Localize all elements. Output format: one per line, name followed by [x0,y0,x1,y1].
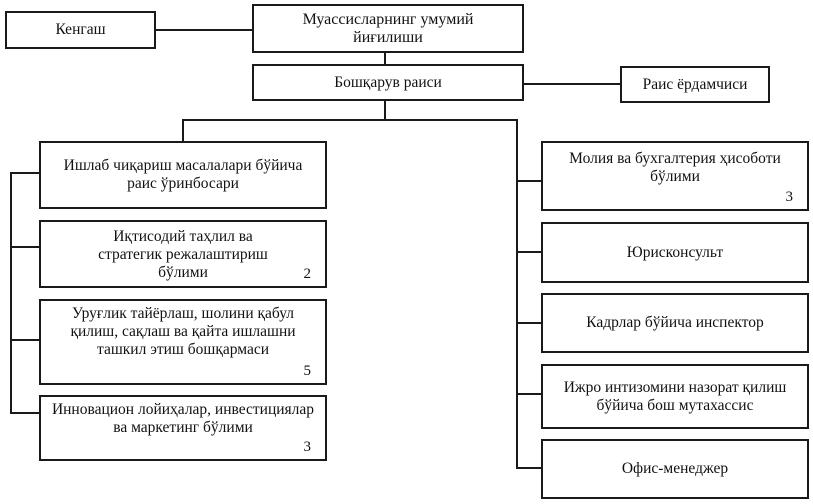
node-seed-processing-directorate: Уруғлик тайёрлаш, шолини қабул қилиш, са… [39,299,327,385]
connector-chairman-branch [384,100,386,121]
node-label: Кенгаш [55,21,106,38]
connector-right-4 [516,393,541,395]
connector-right-5 [516,467,541,469]
connector-right-3 [516,322,541,324]
node-label: Юрисконсульт [626,243,724,261]
connector-council-meeting [155,29,252,31]
node-label: Инновацион лойиҳалар, инвестициялар ва м… [51,401,315,436]
connector-left-drop [182,119,184,141]
node-label: Ижро интизомини назорат қилиш бўйича бош… [563,378,787,414]
node-general-meeting: Муассисларнинг умумий йиғилиши [252,4,524,53]
staff-count: 3 [303,439,312,455]
connector-left-2 [10,246,39,248]
node-label: Молия ва бухгалтерия ҳисоботи бўлими [569,150,781,185]
staff-count: 3 [785,189,794,205]
node-label: Раис ёрдамчиси [642,75,748,93]
node-hr-inspector: Кадрлар бўйича инспектор [541,293,809,353]
connector-left-1 [10,172,39,174]
connector-right-2 [516,251,541,253]
staff-count: 2 [303,266,312,282]
connector-chairman-assistant [523,83,620,85]
node-label: Офис-менеджер [621,460,729,477]
connector-left-3 [10,339,39,341]
node-board-chairman: Бошқарув раиси [252,64,524,101]
node-label: Кадрлар бўйича инспектор [586,314,764,331]
node-label: Бошқарув раиси [334,73,442,91]
node-finance-accounting-dept: Молия ва бухгалтерия ҳисоботи бўлими 3 [541,141,809,211]
node-label: Ишлаб чиқариш масалалари бўйича раис ўри… [63,157,303,192]
node-chairman-assistant: Раис ёрдамчиси [620,66,770,103]
node-label: Иқтисодий таҳлил ва стратегик режалаштир… [98,228,268,281]
node-label: Уруғлик тайёрлаш, шолини қабул қилиш, са… [70,305,296,358]
connector-left-4 [10,412,39,414]
node-economic-analysis-dept: Иқтисодий таҳлил ва стратегик режалаштир… [39,220,327,288]
node-innovation-marketing-dept: Инновацион лойиҳалар, инвестициялар ва м… [39,395,327,461]
node-label: Муассисларнинг умумий йиғилиши [302,10,474,46]
connector-meeting-chairman [384,52,386,64]
connector-right-1 [516,180,541,182]
node-compliance-specialist: Ижро интизомини назорат қилиш бўйича бош… [541,364,809,429]
connector-right-spine [516,119,518,469]
node-deputy-chairman-production: Ишлаб чиқариш масалалари бўйича раис ўри… [39,141,327,209]
connector-left-spine [10,172,12,414]
connector-branch-horizontal [182,119,518,121]
node-office-manager: Офис-менеджер [541,439,809,499]
node-legal-counsel: Юрисконсульт [541,222,809,283]
staff-count: 5 [303,363,312,379]
node-council: Кенгаш [5,11,156,49]
